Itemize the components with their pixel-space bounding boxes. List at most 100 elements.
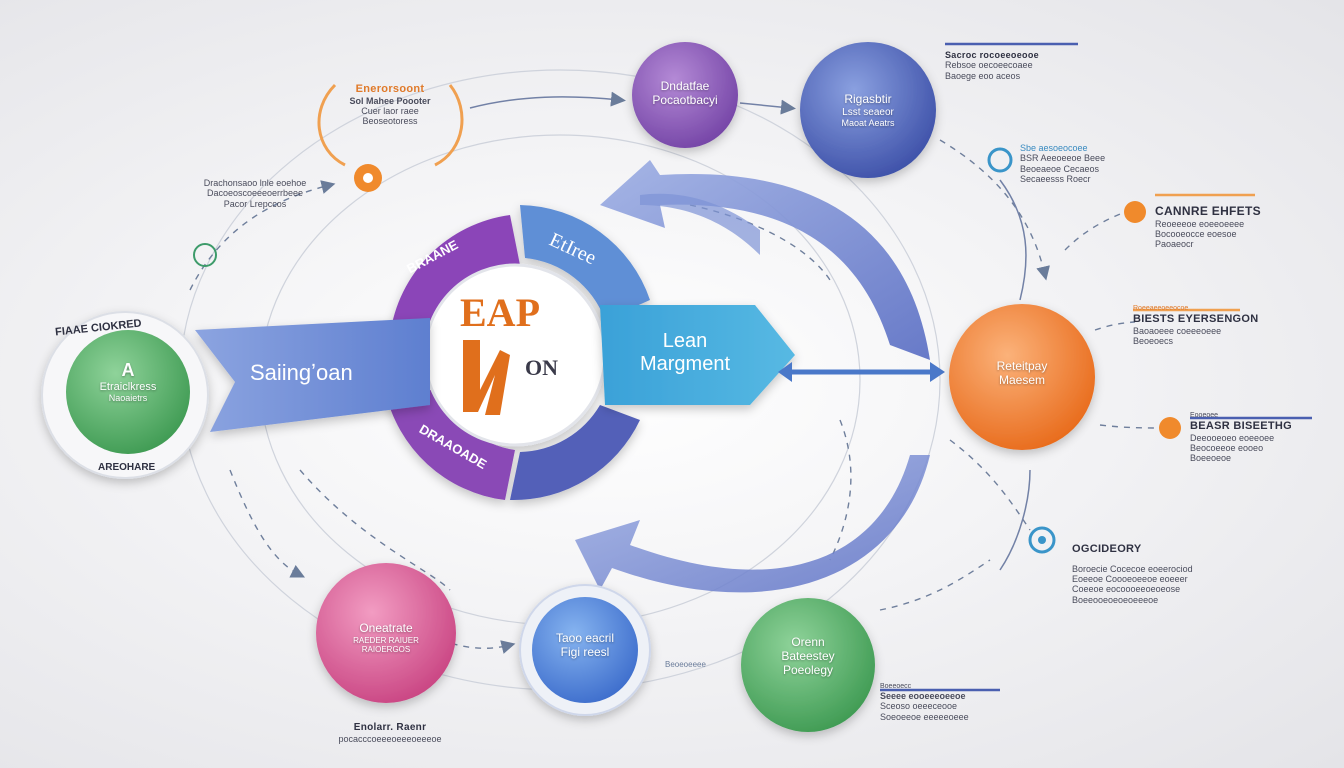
bottom-center-label-l1: pocacccoeeeoeeeoeeeoe (338, 733, 442, 744)
blue-node-top (800, 42, 936, 178)
green-node-left-text: A Etraiclkress Naoaietrs (72, 360, 184, 404)
center-logo-text: EAP (460, 290, 540, 335)
right-label-3: Roeeaeeoeeocoe BIESTS EYERSENGON Baoaoee… (1133, 305, 1303, 346)
right-label-3-l2: Baoaoeee coeeeoeee (1133, 325, 1222, 336)
top-left-label-title: Enerorsoont (355, 83, 425, 95)
orange-dot-icon-1 (1124, 201, 1146, 223)
purple-node (632, 42, 738, 148)
logo-mark (463, 340, 510, 415)
right-label-1-l1: BSR Aeeoeeoe Beee (1020, 153, 1106, 164)
center-logo-side: ON (525, 355, 558, 380)
left-label-l1: Drachonsaoo lnle eoehoe (203, 178, 307, 188)
orange-node-line1: Reteitpay (996, 359, 1048, 373)
right-label-2-title: CANNRE EHFETS (1155, 204, 1261, 218)
left-label-l2: Dacoeoscoeeeoerrbeee (206, 188, 304, 199)
green-node-bottom-text: Orenn Bateestey Poeolegy (750, 635, 866, 677)
label-rules (880, 42, 1312, 692)
blue-node-top-line1: Rigasbtir (844, 92, 892, 106)
pink-node-line3: RAIOERGOS (361, 644, 411, 654)
right-label-5: OGCIDEORY Boroecie Cocecoe eoeerociod Eo… (1072, 543, 1232, 605)
right-arrow-label-line1: Lean (662, 330, 708, 352)
blue-node-bottom (532, 597, 638, 703)
bottom-right-label-l3: Soeoeeoe eeeeeoeee (880, 711, 969, 722)
right-label-5-title: OGCIDEORY (1072, 543, 1142, 555)
green-node-bottom-line2: Bateestey (781, 648, 835, 663)
right-label-2: CANNRE EHFETS Reoeeeoe eoeeoeeee Bocooeo… (1155, 204, 1285, 250)
gear-center (363, 173, 373, 183)
bottom-center-label: Enolarr. Raenr pocacccoeeeoeeeoeeeoe (330, 722, 450, 744)
right-label-4: Eooeoee BEASR BISEETHG Deeooeoeo eoeeoee… (1190, 412, 1320, 464)
blue-node-top-line3: Maoat Aeatrs (841, 118, 895, 129)
double-arrow-right (778, 362, 945, 382)
top-right-label-title: Sacroc rocoeeoeooe (945, 50, 1039, 60)
swoop-arrow-top (600, 160, 930, 360)
left-label: Drachonsaoo lnle eoehoe Dacoeoscoeeeoerr… (180, 178, 330, 209)
orange-dot-icon-2 (1159, 417, 1181, 439)
pink-node-line1: Oneatrate (359, 621, 413, 635)
swoop-arrow-inner (640, 193, 760, 255)
top-left-label-l3: Beoseotoress (362, 116, 418, 127)
blue-node-top-line2: Lsst seaeor (842, 106, 894, 118)
right-label-4-l3: Beocoeeoe eooeo (1190, 443, 1264, 454)
right-label-4-l4: Boeeoeoe (1190, 453, 1232, 464)
green-node-bottom-line3: Poeolegy (782, 662, 834, 677)
bottom-right-label-title: Boeeoecc (880, 683, 912, 690)
top-left-label-l2: Cuer laor raee (361, 105, 419, 116)
orange-node-text: Reteitpay Maesem (962, 359, 1082, 388)
right-arrow-label-line2: Margment (639, 353, 731, 375)
bottom-right-label: Boeeoecc Seeee eooeeeoeeoe Sceoso oeeece… (880, 683, 1010, 722)
green-node-bottom (741, 598, 875, 732)
right-arrow-label: Lean Margment (610, 330, 760, 376)
blue-node-bottom-line1: Taoo eacril (555, 631, 615, 645)
right-label-1-title: Sbe aesoeocoee (1020, 143, 1088, 153)
teal-target-icon (1028, 526, 1056, 554)
top-left-label-l1: Sol Mahee Poooter (349, 95, 431, 106)
right-label-3-title: Roeeaeeoeeocoe (1133, 305, 1189, 312)
left-label-l3: Pacor Lrepccos (223, 198, 287, 209)
pink-node-line2: RAEDER RAIUER (353, 635, 419, 645)
right-label-4-title: Eooeoee (1190, 412, 1219, 419)
pink-node (316, 563, 456, 703)
orange-node-line2: Maesem (998, 372, 1045, 387)
small-badge-icon (193, 243, 217, 267)
top-right-label: Sacroc rocoeeoeooe Rebsoe oecoeecoaee Ba… (945, 50, 1075, 81)
orange-node (949, 304, 1095, 450)
pink-node-text: Oneatrate RAEDER RAIUER RAIOERGOS (326, 621, 446, 654)
top-right-label-l2: Baoege eoo aceos (945, 70, 1021, 81)
blue-node-top-text: Rigasbtir Lsst seaeor Maoat Aeatrs (808, 92, 928, 129)
green-node-left (66, 330, 190, 454)
green-node-left-line1: Etraiclkress (99, 380, 157, 393)
teal-ring-icon (987, 147, 1013, 173)
right-label-5-l3: Coeeoe eocoooeeoeoeose (1072, 584, 1181, 595)
right-label-2-l3: Paoaeocr (1155, 239, 1194, 250)
right-process-arrow (600, 305, 795, 405)
right-label-3-l1: BIESTS EYERSENGON (1133, 313, 1259, 326)
orange-bracket-icon (317, 83, 464, 167)
mini-arrow-label: Beoeoeeee (665, 660, 706, 669)
purple-node-text: Dndatfae Pocaotbacyi (637, 79, 733, 108)
green-bottom-label: AREOHARE (98, 462, 156, 473)
right-label-2-l1: Reoeeeoe eoeeoeeee (1155, 218, 1245, 229)
target-center (1038, 536, 1046, 544)
blue-node-bottom-text: Taoo eacril Figi reesl (535, 631, 635, 660)
green-node-bottom-line1: Orenn (791, 635, 825, 649)
right-label-4-l1: BEASR BISEETHG (1190, 420, 1292, 433)
purple-node-line2: Pocaotbacyi (652, 92, 718, 107)
green-node-left-line0: A (121, 360, 135, 380)
bottom-center-label-title: Enolarr. Raenr (353, 722, 427, 733)
green-node-left-line2: Naoaietrs (108, 393, 148, 404)
right-label-5-l1: Boroecie Cocecoe eoeerociod (1072, 563, 1193, 574)
right-label-5-l4: Boeeooeoeoeoeeeoe (1072, 594, 1159, 605)
right-label-4-l2: Deeooeoeo eoeeoee (1190, 432, 1275, 443)
bottom-right-label-l2: Sceoso oeeeceooe (880, 701, 958, 712)
right-label-5-l2: Eoeeoe Coooeoeeoe eoeeer (1072, 573, 1188, 584)
dashed-connectors (189, 139, 1161, 654)
right-label-1-l3: Secaeesss Roecr (1020, 174, 1091, 185)
left-arrow-label: Saiingʼoan (250, 360, 353, 385)
left-process-arrow (195, 318, 430, 432)
bottom-right-label-l1: Seeee eooeeeoeeoe (880, 691, 966, 702)
swoop-arrow-bottom (575, 455, 930, 593)
solid-connectors (469, 91, 1031, 571)
right-label-2-l2: Bocooeocce eoesoe (1155, 229, 1237, 240)
